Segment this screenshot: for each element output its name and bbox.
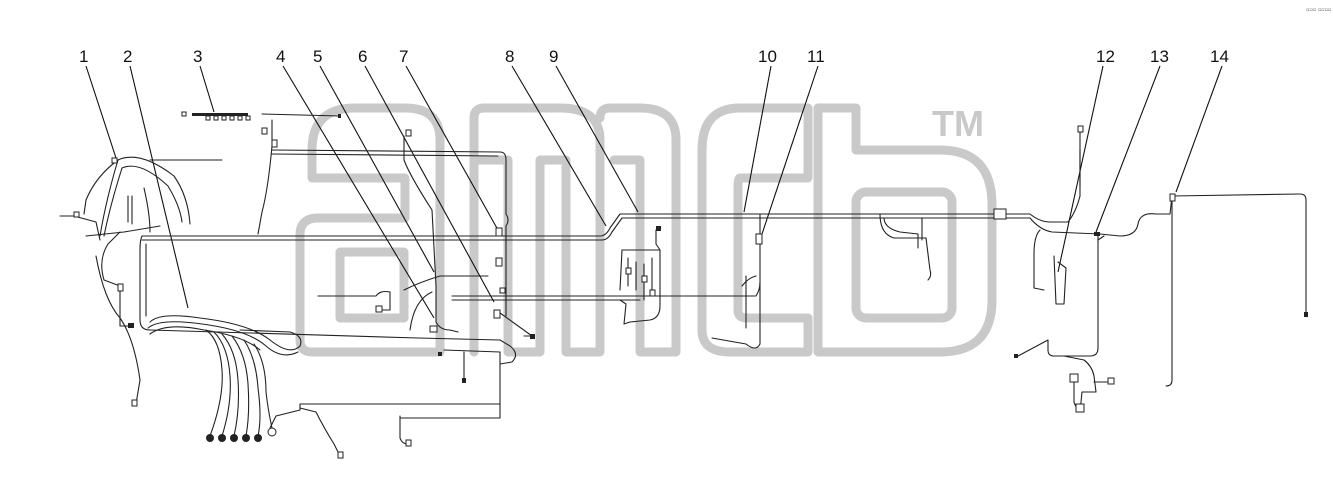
callout-4: 4	[276, 47, 285, 66]
watermark-logo: TM	[295, 103, 997, 357]
callout-12: 12	[1096, 47, 1115, 66]
leader-lines	[85, 65, 1223, 319]
callout-labels: 1 2 3 4 5 6 7 8 9 10 11 12 13 14	[79, 47, 1229, 66]
connectors	[73, 111, 1308, 459]
callout-8: 8	[505, 47, 514, 66]
callout-2: 2	[123, 47, 132, 66]
callout-7: 7	[399, 47, 408, 66]
callout-13: 13	[1150, 47, 1169, 66]
harness-wires	[59, 113, 1307, 457]
callout-11: 11	[807, 47, 825, 66]
callout-1: 1	[79, 47, 88, 66]
callout-3: 3	[193, 47, 202, 66]
corner-code: ▫▫▫ ▫▫▫▫	[1306, 7, 1331, 13]
watermark-tm: TM	[932, 103, 984, 144]
callout-6: 6	[358, 47, 367, 66]
callout-14: 14	[1210, 47, 1229, 66]
callout-9: 9	[549, 47, 558, 66]
callout-10: 10	[758, 47, 777, 66]
callout-5: 5	[313, 47, 322, 66]
